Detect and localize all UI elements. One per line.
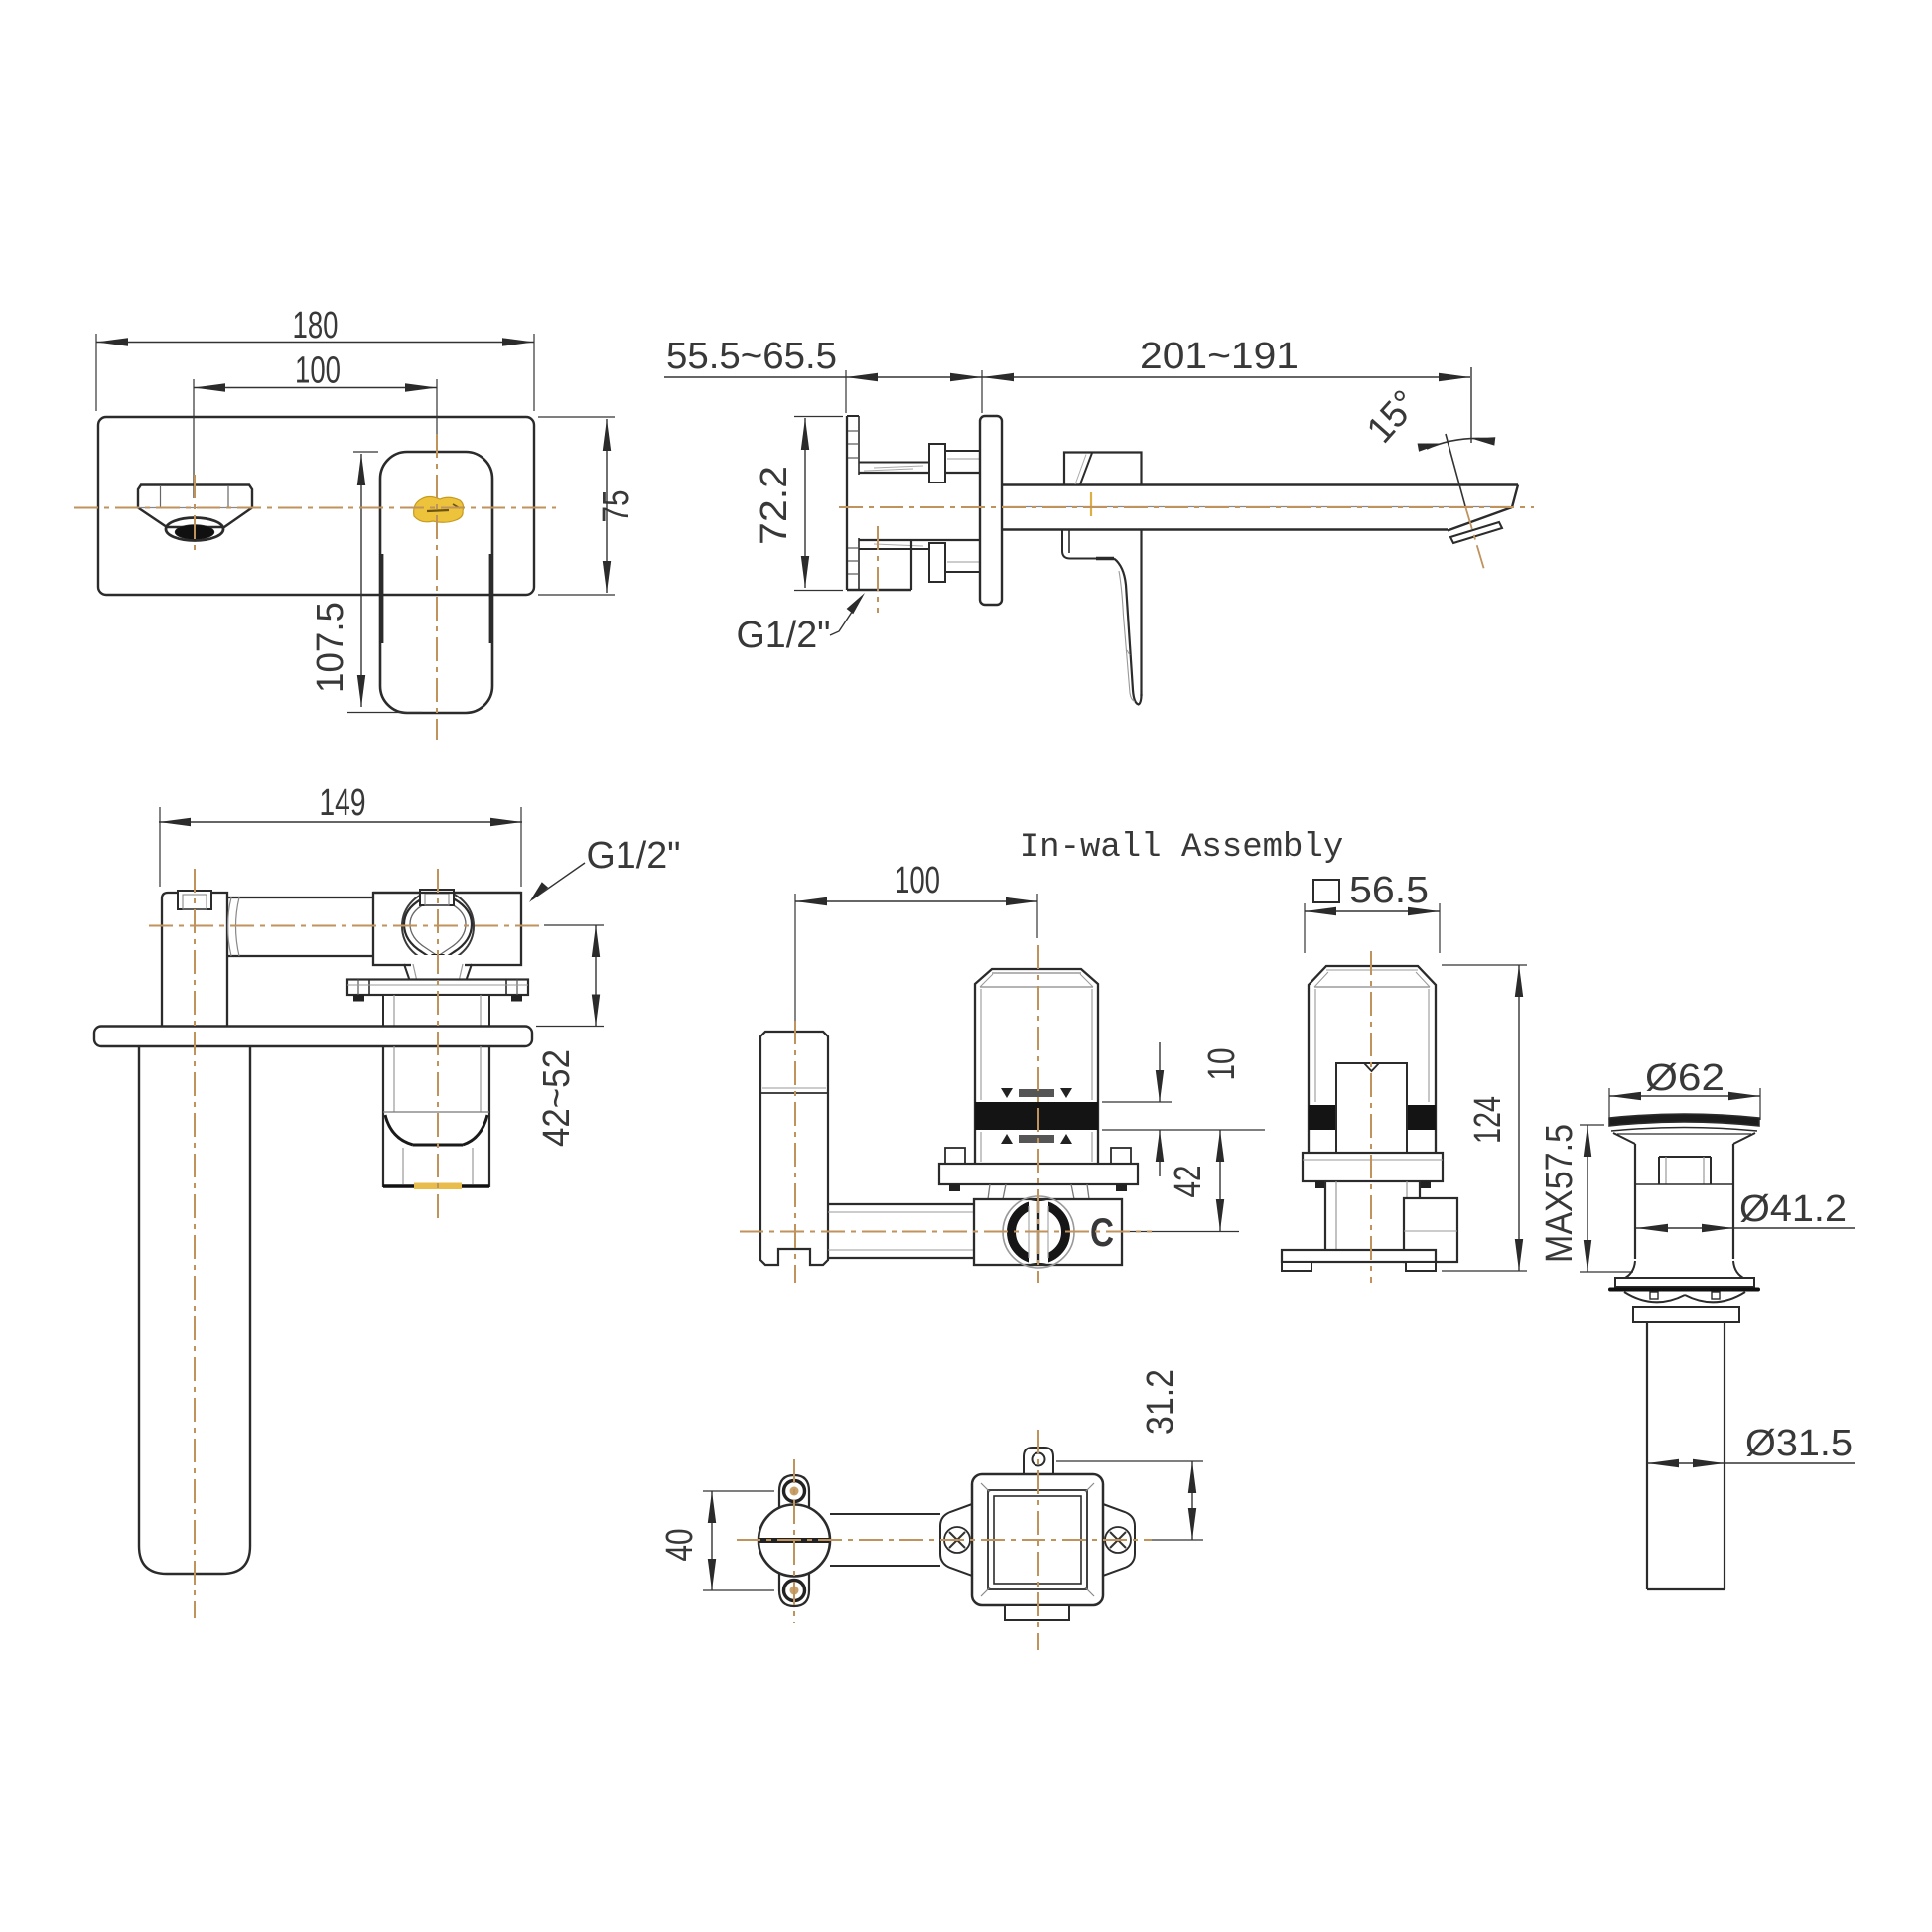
svg-text:124: 124 [1467,1096,1509,1144]
svg-text:56.5: 56.5 [1349,870,1429,911]
svg-text:31.2: 31.2 [1140,1369,1181,1435]
svg-text:G1/2": G1/2" [587,835,681,877]
svg-text:MAX57.5: MAX57.5 [1539,1124,1581,1263]
svg-text:72.2: 72.2 [754,466,795,545]
svg-text:201~191: 201~191 [1140,336,1299,377]
svg-text:In-wall Assembly: In-wall Assembly [1020,829,1343,867]
svg-text:Ø41.2: Ø41.2 [1739,1188,1847,1230]
svg-text:100: 100 [295,350,341,392]
svg-text:Ø31.5: Ø31.5 [1745,1423,1853,1464]
svg-text:180: 180 [293,305,339,346]
svg-text:149: 149 [320,782,366,824]
svg-text:42~52: 42~52 [536,1049,578,1147]
svg-text:75: 75 [596,490,637,523]
svg-text:42: 42 [1168,1166,1209,1198]
svg-text:C: C [1090,1211,1114,1255]
svg-text:10: 10 [1201,1048,1243,1081]
svg-text:Ø62: Ø62 [1645,1057,1725,1099]
svg-text:100: 100 [895,860,940,901]
svg-text:40: 40 [659,1529,701,1562]
svg-text:55.5~65.5: 55.5~65.5 [666,336,837,377]
svg-text:G1/2": G1/2" [737,615,831,656]
svg-text:107.5: 107.5 [310,602,351,693]
